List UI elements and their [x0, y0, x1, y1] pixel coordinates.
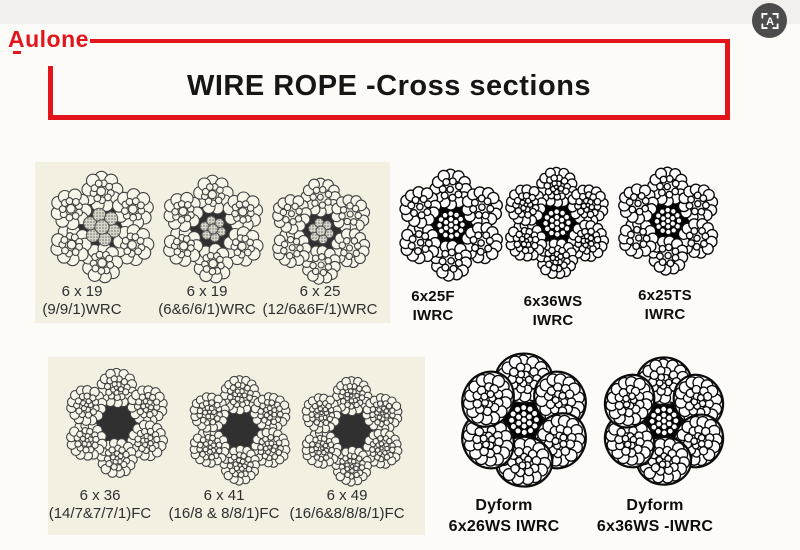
rope-name: 6 x 49 [326, 487, 368, 504]
scan-artifact-band [0, 0, 800, 24]
rope-cross-section-6x25f-iwrc [399, 168, 503, 282]
rope-construction: 6x26WS IWRC [448, 518, 560, 535]
logo-aulone: Aulone [8, 26, 89, 52]
rope-construction: (14/7&7/7/1)FC [48, 505, 152, 522]
rope-label-6x19-6661-wrc: 6 x 19(6&6/6/1)WRC [117, 283, 297, 319]
svg-text:A: A [766, 15, 774, 27]
rope-name: Dyform [475, 497, 533, 514]
rope-cross-section-6x49-fc [301, 376, 403, 487]
rope-label-dyform-6x26ws-iwrc: Dyform 6x26WS IWRC [414, 495, 594, 537]
rope-name: 6x25F [411, 288, 455, 305]
rope-name: Dyform [626, 497, 684, 514]
rope-construction: IWRC [644, 306, 686, 323]
rope-construction: 6x36WS -IWRC [596, 518, 714, 535]
rope-label-6x25f-iwrc: 6x25F IWRC [343, 287, 523, 325]
logo-underline-tick [13, 51, 21, 54]
ocr-bracket-glyph: A [760, 12, 779, 29]
title-box-right-border [725, 39, 730, 119]
page-title: WIRE ROPE -Cross sections [186, 70, 592, 102]
rope-label-6x41-fc: 6 x 41(16/8 & 8/8/1)FC [134, 487, 314, 523]
rope-label-6x36ws-iwrc: 6x36WS IWRC [463, 292, 643, 330]
rope-cross-section-6x25ts-iwrc [618, 166, 719, 276]
rope-name: 6 x 19 [61, 283, 103, 300]
title-box-bottom-border [48, 115, 730, 120]
rope-name: 6 x 36 [79, 487, 121, 504]
rope-cross-section-6x36-fc [66, 367, 169, 478]
rope-name: 6 x 19 [186, 283, 228, 300]
rope-name: 6x36WS [523, 293, 583, 310]
text-recognition-icon[interactable]: A [752, 3, 787, 38]
rope-label-6x25ts-iwrc: 6x25TS IWRC [575, 286, 755, 324]
rope-construction: (16/6&8/8/8/1)FC [289, 505, 405, 522]
rope-construction: (16/8 & 8/8/1)FC [168, 505, 280, 522]
rope-construction: (9/9/1)WRC [42, 301, 122, 318]
rope-construction: IWRC [412, 307, 454, 324]
rope-cross-section-6x36ws-iwrc [505, 166, 610, 280]
rope-cross-section-dyform-6x26ws-iwrc [461, 352, 587, 488]
rope-name: 6x25TS [638, 287, 692, 304]
title-box-left-border [48, 66, 53, 119]
rope-construction: IWRC [532, 312, 574, 329]
title-box-top-border [90, 39, 730, 43]
rope-label-6x19-991-wrc: 6 x 19(9/9/1)WRC [0, 283, 172, 319]
rope-label-6x49-fc: 6 x 49(16/6&8/8/8/1)FC [257, 487, 437, 523]
rope-cross-section-6x19-6661-wrc [163, 174, 264, 284]
rope-name: 6 x 41 [203, 487, 245, 504]
rope-label-6x36-fc: 6 x 36(14/7&7/7/1)FC [10, 487, 190, 523]
rope-construction: (12/6&6F/1)WRC [262, 301, 378, 318]
rope-cross-section-6x19-991-wrc [50, 170, 155, 284]
rope-name: 6 x 25 [299, 283, 341, 300]
rope-cross-section-6x41-fc [189, 375, 291, 486]
rope-cross-section-6x25-wrc [272, 177, 371, 285]
rope-label-dyform-6x36ws-iwrc: Dyform 6x36WS -IWRC [565, 495, 745, 537]
rope-cross-section-dyform-6x36ws-iwrc [603, 356, 725, 486]
rope-construction: (6&6/6/1)WRC [158, 301, 256, 318]
rope-label-6x25-wrc: 6 x 25(12/6&6F/1)WRC [230, 283, 410, 319]
